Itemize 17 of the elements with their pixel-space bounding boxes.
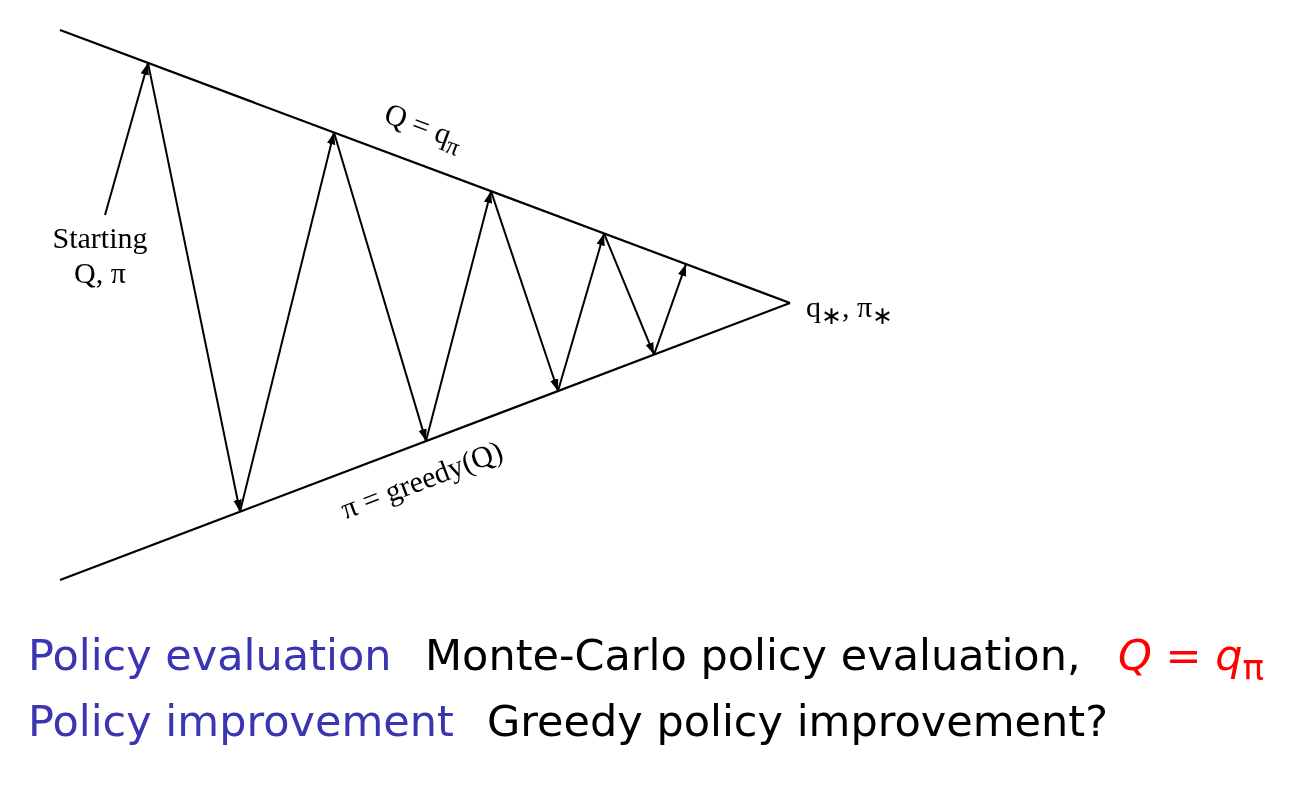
arrow [557, 232, 605, 393]
equation-text: Q = q$_{π}$ [1118, 630, 1265, 688]
description-text: Monte-Carlo policy evaluation, [425, 630, 1081, 680]
heading-label: Policy improvement [28, 696, 454, 746]
arrow [104, 61, 149, 216]
arrow [239, 131, 336, 513]
description-text: Greedy policy improvement? [487, 696, 1108, 746]
arrow [490, 190, 559, 393]
arrow [333, 131, 427, 443]
arrow [603, 232, 655, 356]
boundary-line [60, 302, 790, 581]
start-label: Starting Q, π [35, 220, 165, 290]
apex-label: q$_{∗}$, π$_{∗}$ [806, 290, 894, 330]
arrow [425, 190, 493, 443]
arrow [653, 263, 687, 356]
arrow [147, 61, 242, 513]
heading-label: Policy evaluation [28, 630, 392, 680]
